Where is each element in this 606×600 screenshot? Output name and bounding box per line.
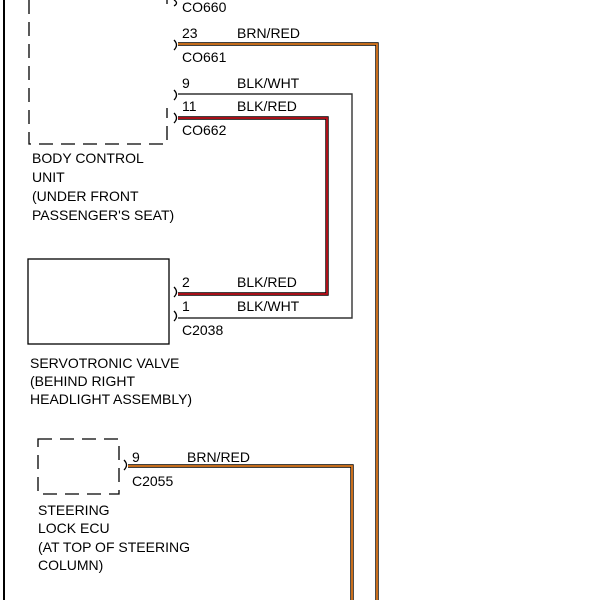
bcm-connector-bracket bbox=[173, 0, 178, 7]
pin-number: 11 bbox=[182, 98, 197, 114]
steering-lock-dashed-outline bbox=[37, 438, 120, 495]
connector-label: C2038 bbox=[182, 322, 223, 338]
wire-color-label: BRN/RED bbox=[237, 25, 300, 41]
steering-lock-ecu: 9 BRN/RED C2055 STEERING LOCK ECU (AT TO… bbox=[37, 438, 250, 573]
servotronic-connector-bracket bbox=[173, 286, 178, 298]
pin-number: 9 bbox=[182, 75, 190, 91]
component-name: COLUMN) bbox=[38, 557, 103, 573]
servotronic-valve: 2 1 BLK/RED BLK/WHT C2038 SERVOTRONIC VA… bbox=[27, 258, 300, 407]
pin-number: 9 bbox=[132, 449, 140, 465]
component-name: (AT TOP OF STEERING bbox=[38, 539, 190, 555]
wire-color-label: BLK/WHT bbox=[237, 298, 300, 314]
component-name: (UNDER FRONT bbox=[32, 188, 139, 204]
component-name: (BEHIND RIGHT bbox=[30, 373, 135, 389]
component-name: UNIT bbox=[32, 169, 65, 185]
connector-label: CO660 bbox=[182, 0, 227, 15]
bcm-dashed-outline bbox=[28, 0, 168, 145]
component-name: PASSENGER'S SEAT) bbox=[32, 207, 174, 223]
wire-blk-red bbox=[178, 117, 328, 295]
component-name: STEERING bbox=[38, 502, 110, 518]
wire-brn-red-bcm bbox=[178, 43, 378, 600]
wire-blk-wht bbox=[178, 93, 353, 319]
component-name: LOCK ECU bbox=[38, 520, 110, 536]
servotronic-connector-bracket bbox=[173, 310, 178, 322]
pin-number: 1 bbox=[182, 298, 190, 314]
wire-color-label: BLK/WHT bbox=[237, 75, 300, 91]
connector-label: CO662 bbox=[182, 122, 227, 138]
component-name: HEADLIGHT ASSEMBLY) bbox=[30, 391, 192, 407]
connector-label: C2055 bbox=[132, 473, 173, 489]
wire-brn-red-steering bbox=[128, 465, 353, 600]
wire-color-label: BLK/RED bbox=[237, 274, 297, 290]
body-control-unit: CO660 CO661 CO662 23 9 11 BRN/RED BLK/WH… bbox=[28, 0, 300, 223]
steering-lock-connector-bracket bbox=[123, 459, 128, 471]
servotronic-outline bbox=[27, 258, 170, 345]
bcm-connector-bracket bbox=[173, 89, 178, 101]
pin-number: 23 bbox=[182, 25, 198, 41]
wire-blk-red bbox=[178, 116, 329, 296]
connector-label: CO661 bbox=[182, 49, 227, 65]
bcm-connector-bracket bbox=[173, 112, 178, 124]
wire-color-label: BRN/RED bbox=[187, 449, 250, 465]
component-name: SERVOTRONIC VALVE bbox=[30, 355, 179, 371]
wire-color-label: BLK/RED bbox=[237, 98, 297, 114]
pin-number: 2 bbox=[182, 274, 190, 290]
bcm-connector-bracket bbox=[173, 39, 178, 51]
component-name: BODY CONTROL bbox=[32, 150, 144, 166]
